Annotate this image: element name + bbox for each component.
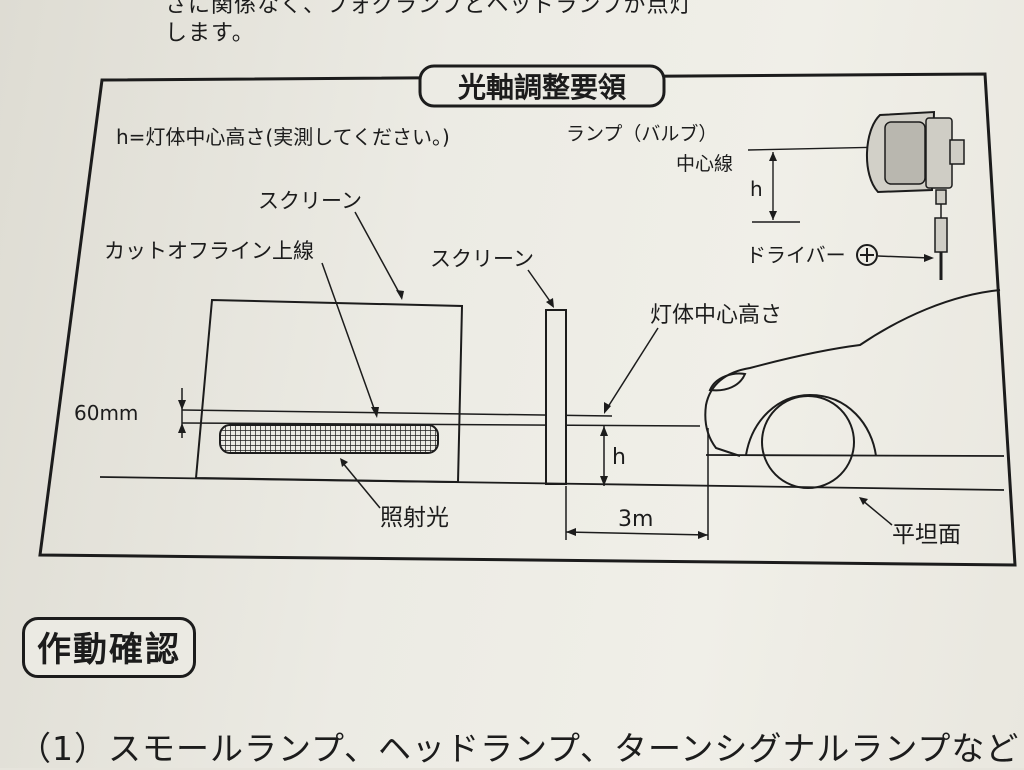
section-title: 作動確認 [22,617,196,678]
car-outline [704,289,1001,457]
cutoff-line-label: カットオフライン上線 [104,239,314,263]
narrow-screen [545,309,567,485]
distance-label: 3m [618,507,653,532]
h-arrow-bottom [600,476,608,486]
inset-h-arrow-top [769,152,777,161]
intro-line-2: します。 [165,21,255,46]
cutoff-leader [321,262,377,415]
diagram-frame [38,72,1017,567]
lamp-height-arrow [604,402,611,414]
ground-leader [861,499,893,526]
offset-arrow-top [178,400,186,410]
screen-label-large: スクリーン [258,189,362,213]
lamp-height-label: 灯体中心高さ [650,303,782,328]
height-note: h=灯体中心高さ(実測してください。) [116,125,450,149]
driver-leader-arrow [924,254,934,262]
lamp-height-leader [605,327,659,411]
inset-h-arrow-bottom [769,211,777,220]
distance-arrow-left [566,528,576,536]
driver-leader [877,255,931,259]
distance-arrow-right [698,531,708,539]
inset-h-label: h [750,177,763,201]
car-wheel [761,395,855,489]
lamp-center-line [181,422,701,427]
beam-leader-arrow [340,458,348,467]
driver-symbol-icon [856,244,878,266]
ground-label: 平坦面 [892,522,961,548]
fog-lamp-icon [866,110,965,280]
offset-label: 60mm [74,401,138,425]
screen-leader-large [354,211,403,299]
ground-leader-arrow [859,497,868,505]
diagram-title-badge [418,64,666,108]
cutoff-line [181,409,613,417]
beam-leader [341,461,381,509]
car-wheel-arch [745,393,877,457]
offset-arrow-bottom [178,423,186,433]
h-label: h [612,445,626,470]
diagram-title: 光軸調整要領 [457,71,626,104]
intro-line-1: さに関係なく、フォグランプとヘッドランプが点灯 [165,0,693,18]
road-line [705,454,1005,457]
large-screen [194,298,464,484]
step-1: （1）スモールランプ、ヘッドランプ、ターンシグナルランプなど [18,729,1020,768]
lamp-label: ランプ（バルブ） [566,122,717,145]
distance-dimension [565,531,709,536]
ground-line [99,476,1005,491]
screen-label-narrow: スクリーン [430,247,534,271]
screen-leader-narrow-arrow [546,298,554,308]
driver-label: ドライバー [746,243,846,267]
beam-pattern [219,424,439,454]
h-arrow-top [600,426,608,436]
intro-text: さに関係なく、フォグランプとヘッドランプが点灯 します。 [165,0,693,48]
beam-label: 照射光 [380,505,449,531]
screen-leader-narrow [527,269,553,305]
screen-leader-large-arrow [396,290,404,300]
car-headlamp [708,372,747,392]
center-line-label: 中心線 [676,153,733,175]
